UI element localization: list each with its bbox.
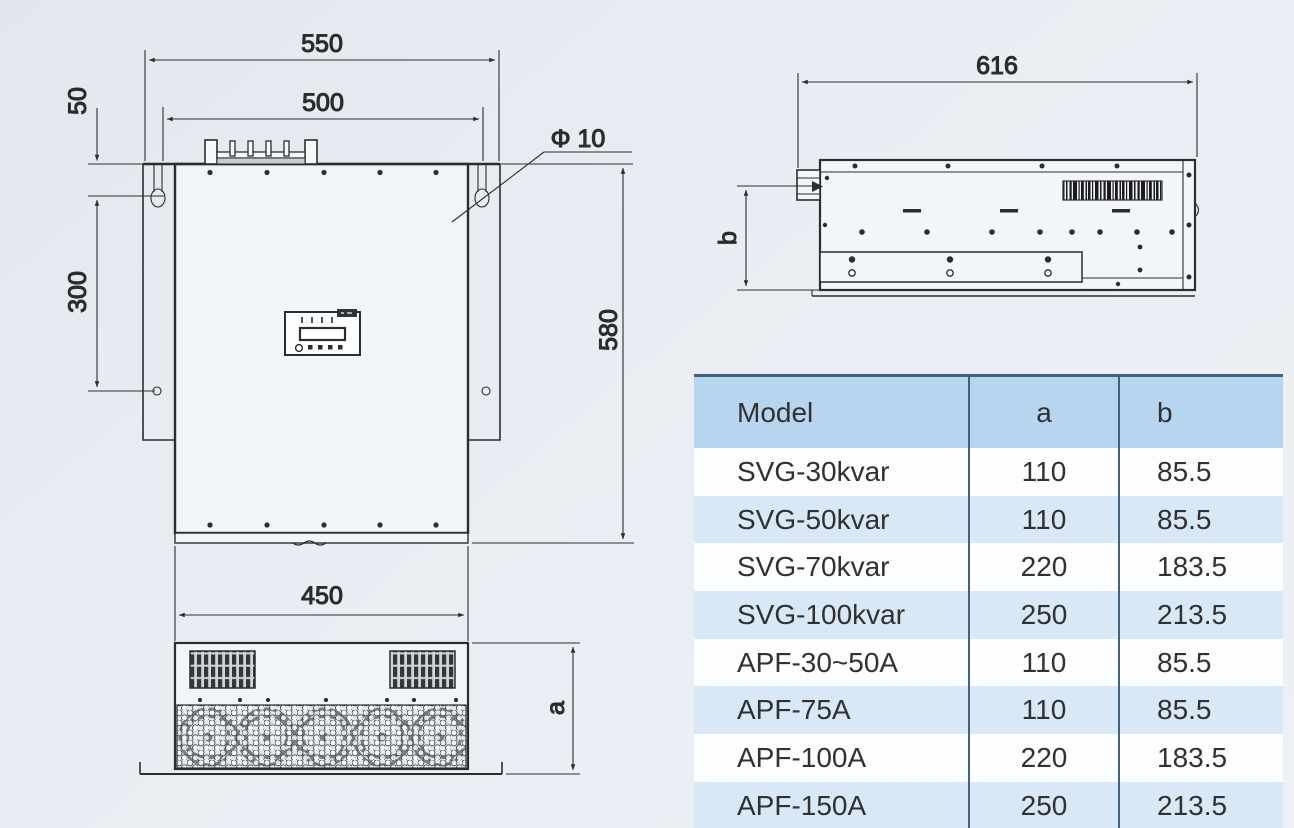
display-window bbox=[298, 326, 347, 342]
table-header-row: Model a b bbox=[694, 375, 1283, 448]
mid-screws bbox=[197, 697, 459, 703]
cell-model: APF-100A bbox=[694, 734, 969, 782]
panel-knob bbox=[294, 343, 304, 353]
cell-model: SVG-70kvar bbox=[694, 543, 969, 592]
vent-grille-left bbox=[189, 650, 256, 689]
dim-b: b bbox=[713, 185, 820, 291]
dim-616-label: 616 bbox=[976, 52, 1018, 80]
cell-model: APF-75A bbox=[694, 686, 969, 735]
dim-b-label: b bbox=[714, 231, 742, 245]
right-keyhole-slot bbox=[474, 164, 490, 208]
dim-550: 550 bbox=[144, 29, 500, 161]
cell-a: 110 bbox=[968, 686, 1119, 735]
cell-model: SVG-30kvar bbox=[694, 448, 969, 496]
subpanel-screws bbox=[848, 256, 1052, 277]
left-keyhole-slot bbox=[150, 164, 166, 208]
cell-b: 183.5 bbox=[1118, 543, 1283, 592]
header-model: Model bbox=[694, 375, 969, 448]
dim-a-label: a bbox=[542, 701, 570, 715]
break-squiggle bbox=[292, 540, 327, 546]
model-dimension-table: Model a b SVG-30kvar 110 85.5 SVG-50kvar… bbox=[694, 374, 1283, 828]
dim-450: 450 bbox=[174, 546, 469, 641]
hole-dia-label: Φ 10 bbox=[551, 125, 606, 153]
side-vent-grille bbox=[1062, 180, 1163, 201]
header-a: a bbox=[968, 375, 1119, 448]
dim-550-label: 550 bbox=[301, 30, 343, 58]
right-mounting-flange bbox=[468, 164, 501, 441]
dim-a: a bbox=[472, 642, 580, 775]
cell-model: SVG-50kvar bbox=[694, 495, 969, 544]
cell-model: SVG-100kvar bbox=[694, 591, 969, 639]
cell-a: 110 bbox=[968, 448, 1119, 496]
bottom-flange bbox=[139, 762, 503, 775]
dim-500-label: 500 bbox=[302, 89, 344, 117]
cell-model: APF-150A bbox=[694, 781, 969, 828]
dim-hole-callout: Φ 10 bbox=[451, 124, 632, 223]
cell-model: APF-30~50A bbox=[694, 638, 969, 687]
cell-b: 213.5 bbox=[1118, 591, 1283, 639]
table-row: SVG-30kvar 110 85.5 bbox=[694, 448, 1283, 496]
header-b: b bbox=[1118, 375, 1283, 448]
cell-b: 85.5 bbox=[1118, 448, 1283, 496]
bottom-screws bbox=[207, 522, 439, 528]
cell-a: 110 bbox=[968, 638, 1119, 687]
bottom-view: a bbox=[139, 641, 580, 775]
side-slots bbox=[903, 209, 1130, 213]
cell-a: 110 bbox=[968, 495, 1119, 544]
vent-grille-right bbox=[389, 650, 456, 689]
panel-buttons bbox=[308, 345, 343, 350]
perforated-mesh bbox=[176, 704, 467, 769]
cell-b: 183.5 bbox=[1118, 734, 1283, 782]
left-flange-hole bbox=[152, 386, 162, 396]
dim-580-label: 580 bbox=[595, 309, 623, 351]
table-row: APF-30~50A 110 85.5 bbox=[694, 638, 1283, 687]
left-mounting-flange bbox=[142, 164, 175, 441]
right-flange-hole bbox=[481, 386, 491, 396]
side-right-bump bbox=[1194, 202, 1200, 218]
side-connector bbox=[796, 169, 823, 201]
table-row: SVG-100kvar 250 213.5 bbox=[694, 591, 1283, 639]
bottom-plate bbox=[174, 532, 469, 544]
top-screws bbox=[207, 169, 439, 176]
side-screws bbox=[822, 163, 1192, 287]
table-row: SVG-70kvar 220 183.5 bbox=[694, 543, 1283, 592]
cell-b: 85.5 bbox=[1118, 686, 1283, 735]
dim-500: 500 bbox=[162, 88, 484, 161]
cell-b: 85.5 bbox=[1118, 495, 1283, 544]
cell-b: 213.5 bbox=[1118, 781, 1283, 828]
table-header: Model a b bbox=[694, 375, 1283, 448]
control-panel bbox=[284, 309, 361, 356]
table-row: SVG-50kvar 110 85.5 bbox=[694, 495, 1283, 544]
dim-580: 580 bbox=[472, 167, 634, 544]
dim-450-label: 450 bbox=[301, 582, 343, 610]
table-row: APF-75A 110 85.5 bbox=[694, 686, 1283, 735]
front-view: 550 500 50 300 580 Φ 10 450 bbox=[63, 29, 634, 641]
side-view: 616 b bbox=[713, 51, 1200, 297]
cell-a: 220 bbox=[968, 734, 1119, 782]
terminal-block bbox=[204, 139, 318, 165]
dim-50: 50 bbox=[63, 87, 100, 161]
cell-a: 250 bbox=[968, 591, 1119, 639]
table-row: APF-150A 250 213.5 bbox=[694, 781, 1283, 828]
dim-300-label: 300 bbox=[64, 271, 92, 313]
cell-b: 85.5 bbox=[1118, 638, 1283, 687]
cell-a: 250 bbox=[968, 781, 1119, 828]
cell-a: 220 bbox=[968, 543, 1119, 592]
dim-300: 300 bbox=[63, 199, 100, 388]
dim-616: 616 bbox=[797, 51, 1198, 168]
dim-50-label: 50 bbox=[64, 87, 92, 115]
table-row: APF-100A 220 183.5 bbox=[694, 734, 1283, 782]
